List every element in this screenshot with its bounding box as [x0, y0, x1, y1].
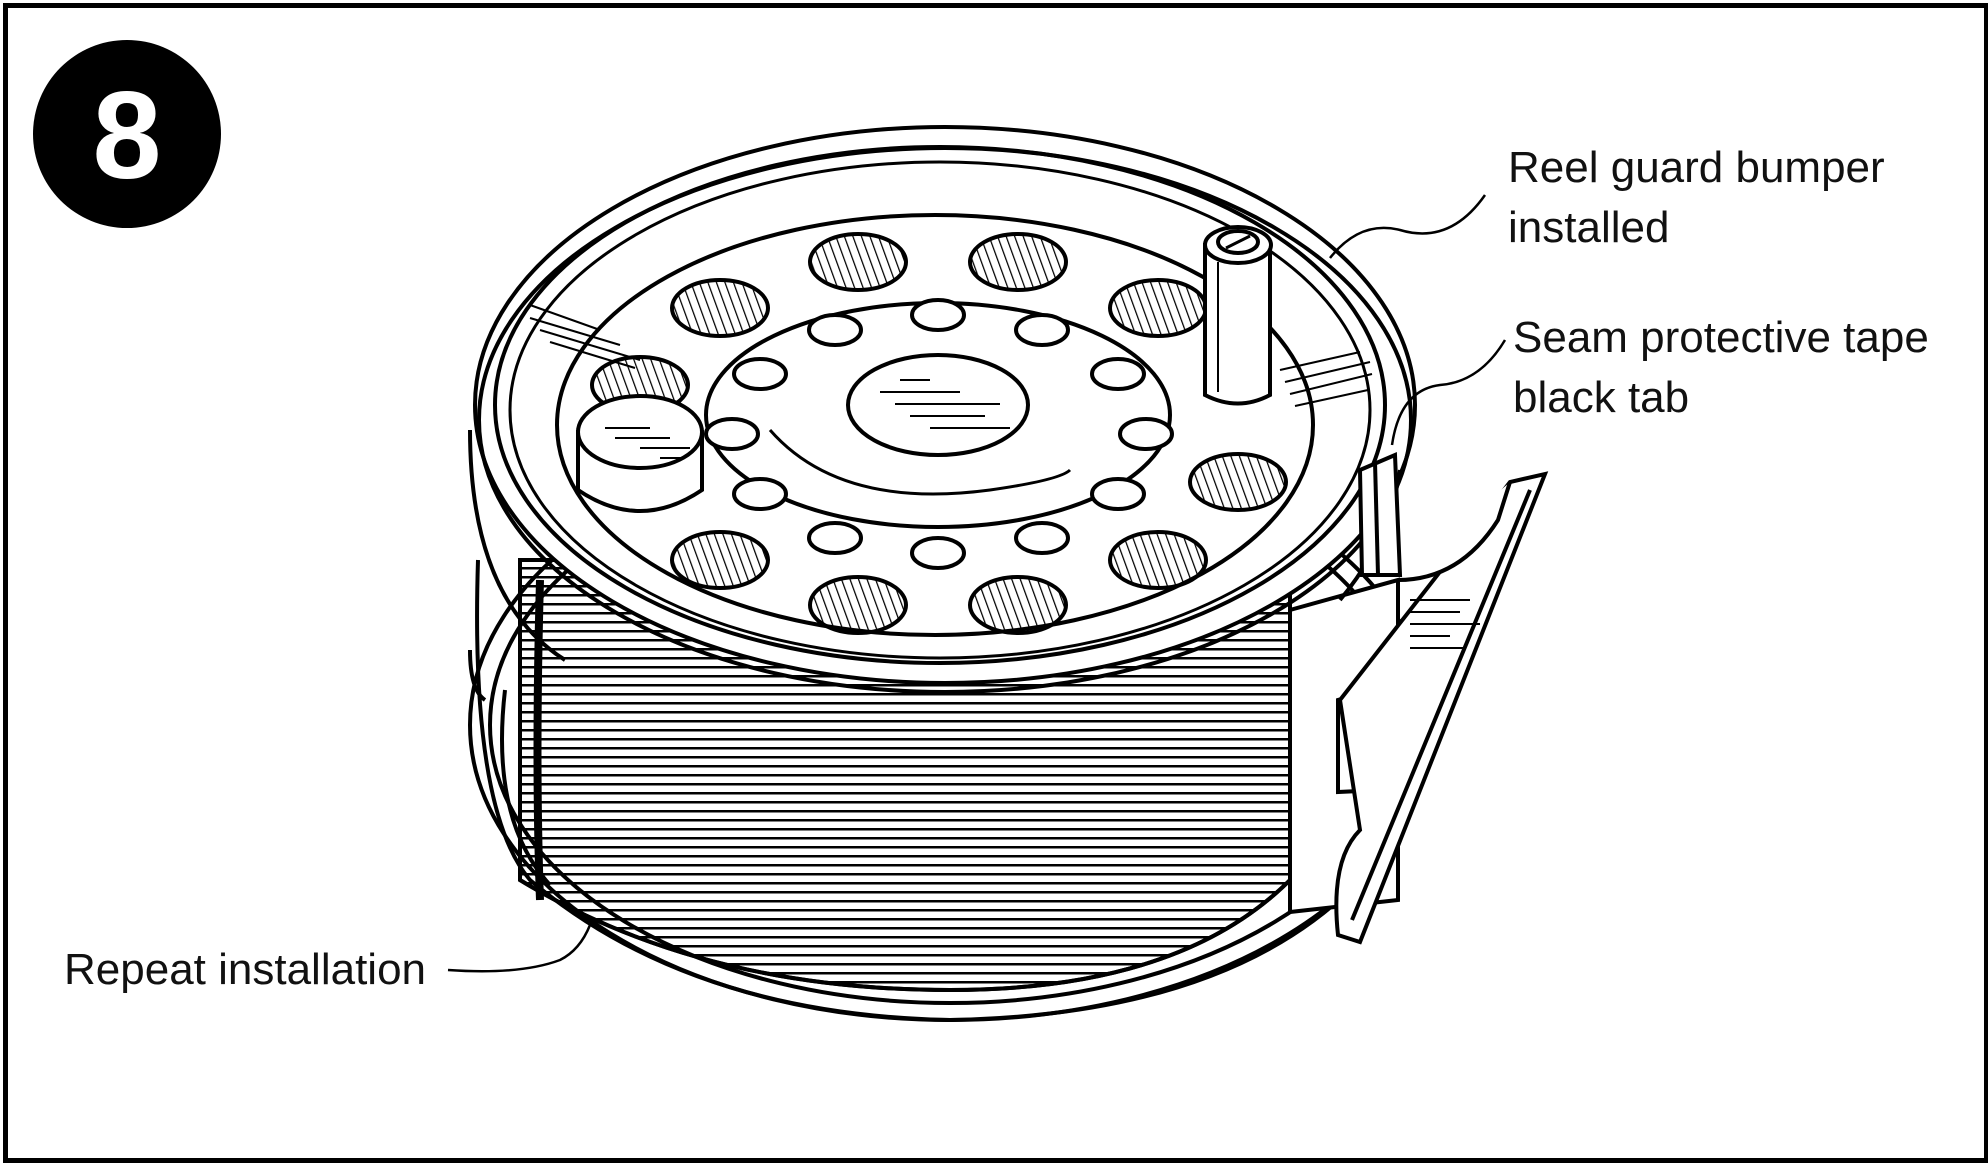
callout-reel-guard-bumper: Reel guard bumper installed [1508, 143, 1885, 252]
hub [704, 301, 1172, 529]
callout-seam-tape: Seam protective tape black tab [1513, 313, 1929, 422]
reel-foot [1288, 471, 1549, 945]
leader-tape [1390, 339, 1507, 446]
leader-bumper [1329, 194, 1487, 259]
leader-lines [447, 194, 1507, 973]
step-number-badge: 8 [33, 40, 221, 228]
face-shading [529, 304, 1373, 407]
reel-handle [1203, 225, 1273, 406]
callout-repeat-installation: Repeat installation [64, 945, 427, 994]
step-number: 8 [92, 67, 162, 205]
lower-flange [475, 559, 1362, 1023]
small-holes [704, 298, 1174, 570]
counterweight-knob [576, 394, 704, 513]
large-holes [590, 232, 1288, 635]
leader-repeat [447, 924, 592, 973]
